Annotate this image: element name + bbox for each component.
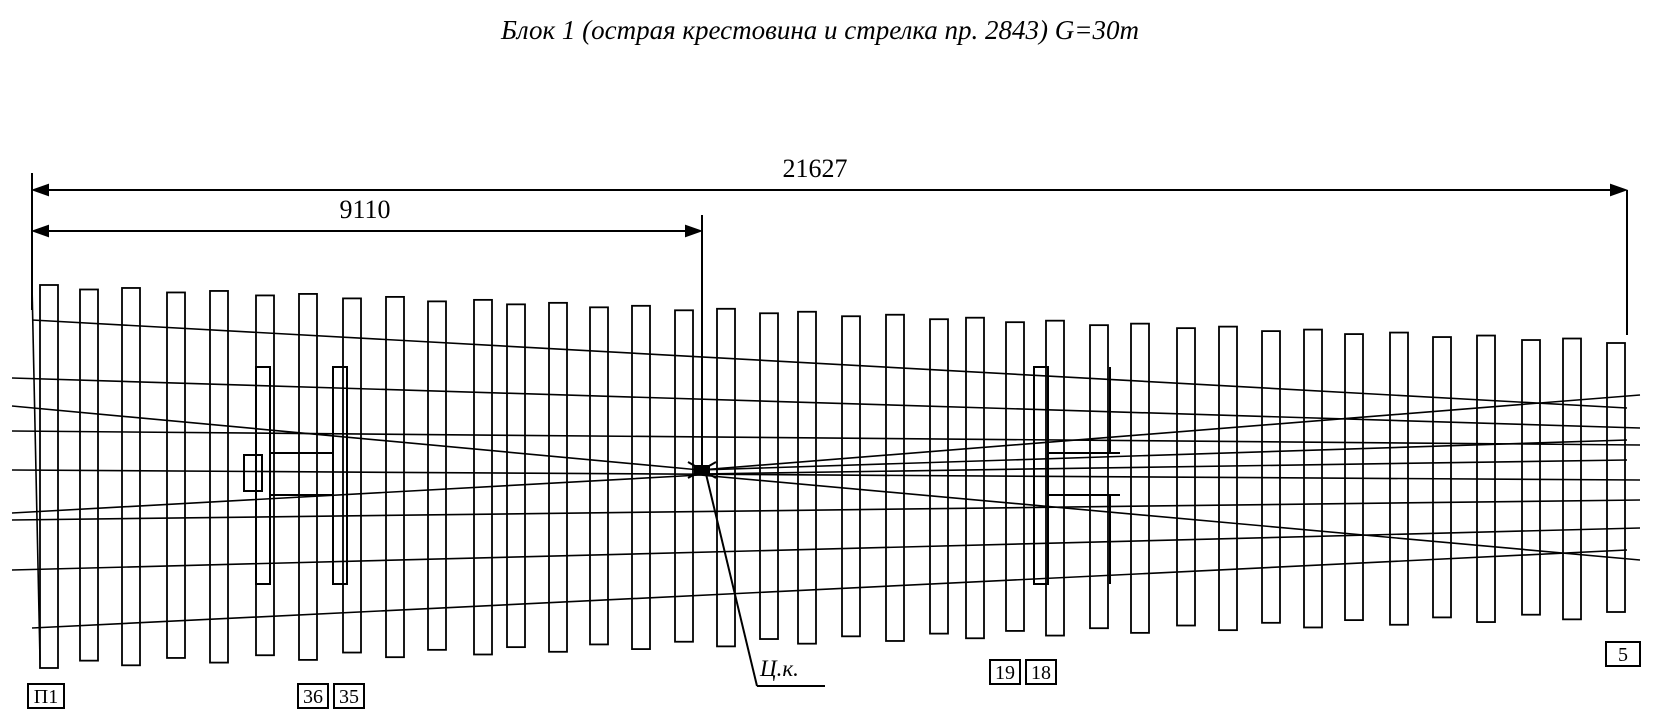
sleeper bbox=[121, 287, 141, 667]
sleeper-tag: 36 bbox=[297, 683, 329, 709]
center-leader bbox=[705, 473, 825, 687]
sleeper-tag: 35 bbox=[333, 683, 365, 709]
drawing-title: Блок 1 (острая крестовина и стрелка пр. … bbox=[500, 15, 1139, 45]
sleeper bbox=[965, 316, 985, 640]
svg-text:П1: П1 bbox=[34, 686, 58, 708]
sleeper-tag: П1 bbox=[27, 683, 65, 709]
sleeper bbox=[79, 288, 99, 662]
sleeper bbox=[385, 295, 405, 659]
sleeper bbox=[589, 306, 609, 646]
sleeper-tag: 18 bbox=[1025, 659, 1057, 685]
sleeper bbox=[885, 313, 905, 642]
rail-line bbox=[699, 459, 1628, 475]
sleeper-group bbox=[39, 284, 1626, 669]
frog-detail bbox=[687, 461, 717, 479]
center-dimension bbox=[31, 215, 703, 470]
sleeper bbox=[548, 301, 568, 653]
sleeper bbox=[166, 291, 186, 659]
overall-dimension bbox=[31, 173, 1628, 335]
sleeper bbox=[298, 293, 318, 661]
sleeper bbox=[1344, 333, 1364, 622]
sleeper bbox=[39, 284, 59, 669]
sleeper-tag: 19 bbox=[989, 659, 1021, 685]
sleeper bbox=[209, 290, 229, 664]
sleeper bbox=[797, 310, 817, 645]
sleeper bbox=[255, 294, 275, 657]
rail-line bbox=[11, 499, 1641, 521]
rail-line bbox=[11, 377, 1641, 429]
sleeper-tags: П1 36 35 19 18 5 bbox=[27, 641, 1641, 709]
rail-line bbox=[31, 319, 1628, 409]
svg-text:5: 5 bbox=[1618, 644, 1628, 666]
crossing-center-label: Ц.к. bbox=[759, 656, 799, 681]
rail-line bbox=[31, 549, 1628, 629]
sleeper bbox=[427, 300, 447, 651]
sleeper bbox=[342, 297, 362, 654]
center-dimension-value: 9110 bbox=[339, 195, 390, 224]
sleeper bbox=[473, 298, 493, 656]
rail-line bbox=[11, 469, 1641, 481]
sleeper bbox=[1606, 342, 1626, 613]
sleeper bbox=[1432, 336, 1452, 619]
svg-text:36: 36 bbox=[303, 686, 323, 708]
rail-line bbox=[31, 284, 41, 661]
svg-text:18: 18 bbox=[1031, 662, 1051, 684]
sleeper bbox=[841, 315, 861, 638]
joint-plates-left bbox=[243, 366, 348, 585]
sleeper bbox=[1130, 322, 1150, 634]
svg-text:19: 19 bbox=[995, 662, 1015, 684]
sleeper bbox=[1521, 339, 1541, 616]
sleeper bbox=[759, 312, 779, 640]
rail-line bbox=[699, 439, 1628, 471]
sleeper-tag: 5 bbox=[1605, 641, 1641, 667]
rail-lines bbox=[11, 284, 1641, 661]
sleeper bbox=[506, 303, 526, 649]
sleeper bbox=[1218, 325, 1238, 632]
svg-text:35: 35 bbox=[339, 686, 359, 708]
sleeper bbox=[1045, 319, 1065, 637]
joint-plates-right bbox=[1033, 366, 1120, 585]
rail-line bbox=[11, 430, 1641, 446]
overall-dimension-value: 21627 bbox=[783, 154, 848, 183]
